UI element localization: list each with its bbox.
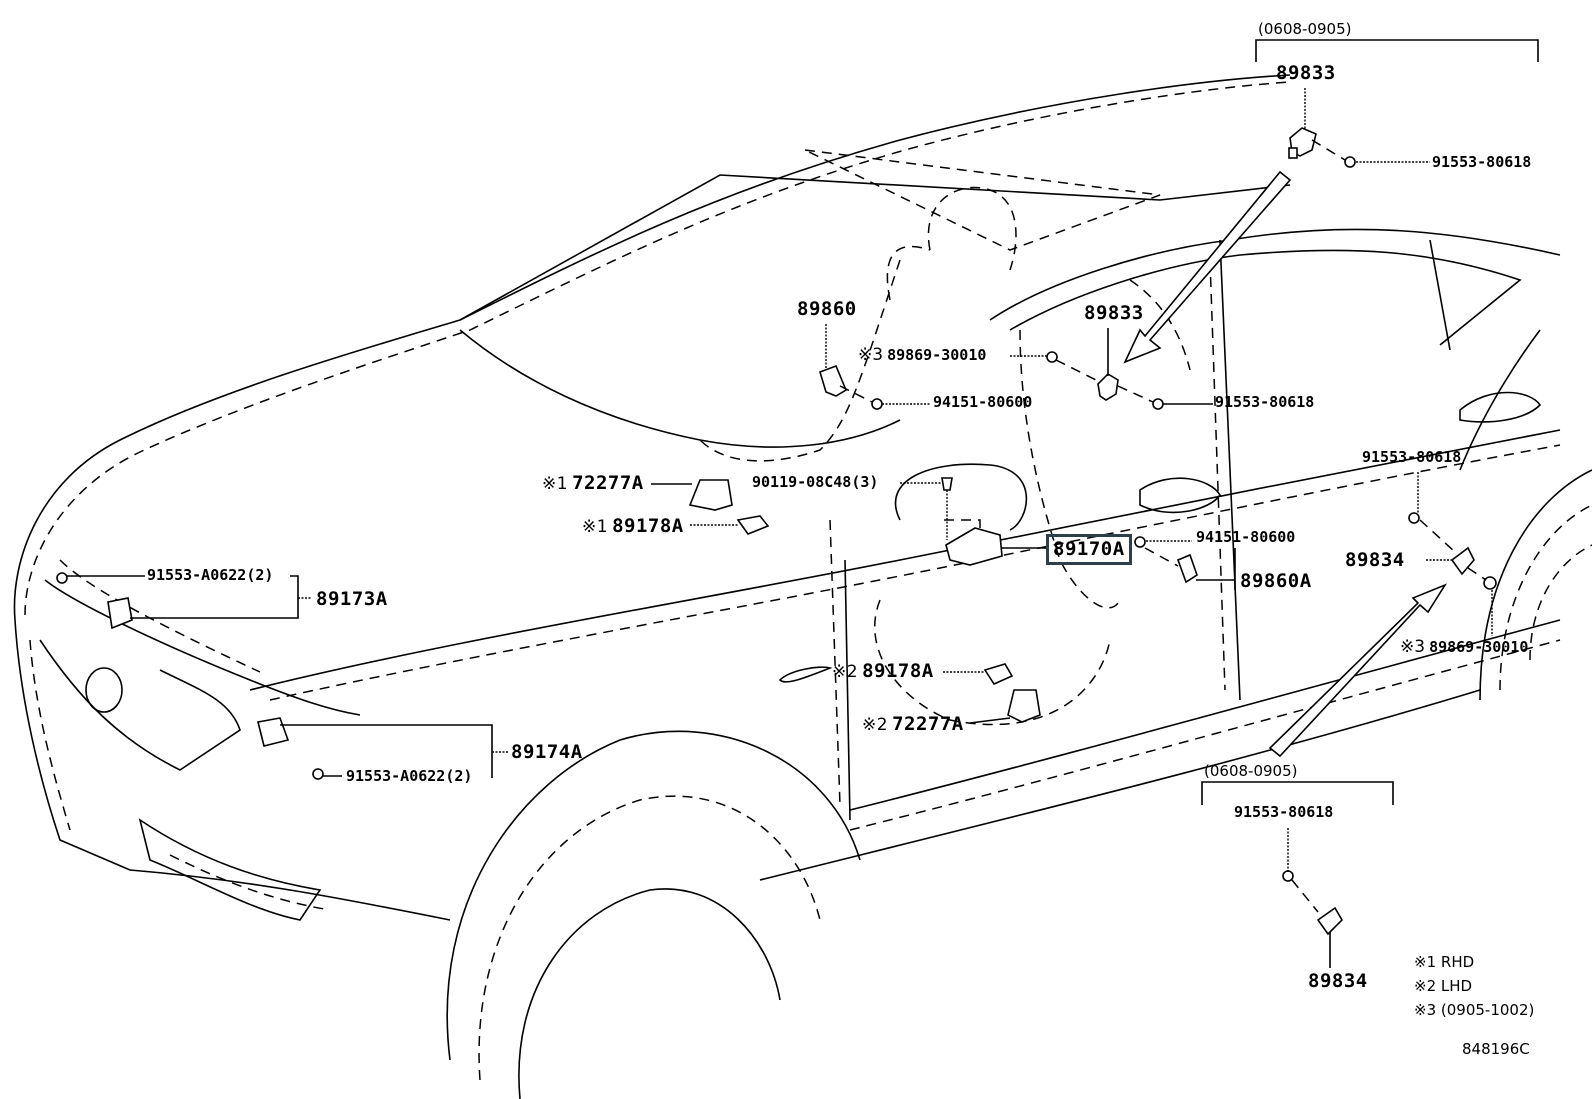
sensor-89833-top[interactable] [1288, 127, 1317, 159]
part-label-89834-bottom[interactable]: 89834 [1308, 970, 1368, 992]
part-number: 89178A [862, 660, 934, 682]
range-label-top: (0608-0905) [1258, 20, 1352, 38]
part-number: 89178A [612, 515, 684, 537]
nut-89869-mid[interactable] [1046, 351, 1058, 363]
part-label-89860[interactable]: 89860 [797, 298, 857, 320]
part-number: 72277A [572, 472, 644, 494]
part-label-89860A[interactable]: 89860A [1240, 570, 1312, 592]
sensor-89860A[interactable] [1176, 553, 1198, 584]
part-label-89834-rear[interactable]: 89834 [1345, 549, 1405, 571]
part-label-91553-80618-rear[interactable]: 91553-80618 [1362, 448, 1462, 466]
bolt-94151-left[interactable] [871, 398, 883, 410]
bolt-91553-rear[interactable] [1408, 512, 1420, 524]
bracket-72277A-rhd[interactable] [688, 479, 733, 511]
figure-id: 848196C [1462, 1040, 1530, 1058]
bolt-91553-bottom[interactable] [1282, 870, 1294, 882]
part-label-91553-A0622-front[interactable]: 91553-A0622(2) [147, 566, 274, 584]
bolt-91553-A0622-front[interactable] [56, 572, 68, 584]
leader-lines [67, 88, 1493, 968]
range-label-bottom: (0608-0905) [1204, 762, 1298, 780]
sensor-89833-mid[interactable] [1097, 372, 1119, 401]
bottom-range-bracket [1201, 781, 1394, 805]
sensor-89173A[interactable] [107, 597, 133, 630]
note-mark-2: ※2 [862, 715, 889, 735]
bolt-91553-mid[interactable] [1152, 398, 1164, 410]
part-label-89170A-highlighted[interactable]: 89170A [1046, 534, 1132, 565]
bolt-top[interactable] [1344, 156, 1356, 168]
note-mark-2: ※2 [832, 662, 859, 682]
note-mark-1: ※1 [582, 517, 609, 537]
bolt-90119[interactable] [941, 477, 953, 540]
sensor-89834-bottom[interactable] [1316, 906, 1344, 936]
part-label-91553-80618-bottom[interactable]: 91553-80618 [1234, 803, 1334, 821]
part-label-91553-A0622-lower[interactable]: 91553-A0622(2) [346, 767, 473, 785]
part-label-94151-80600-left[interactable]: 94151-80600 [933, 393, 1033, 411]
legend: ※1 RHD ※2 LHD ※3 (0905-1002) [1414, 950, 1534, 1022]
note-mark-1: ※1 [542, 474, 569, 494]
legend-item-rhd: ※1 RHD [1414, 953, 1475, 971]
part-number: 72277A [892, 713, 964, 735]
sensor-89178A-lhd[interactable] [983, 663, 1014, 686]
part-label-89833-top[interactable]: 89833 [1276, 62, 1336, 84]
note-mark-3: ※3 [1400, 637, 1426, 657]
part-number: 89869-30010 [1429, 638, 1529, 656]
car-body-outline [13, 74, 1592, 1099]
part-label-90119-08C48[interactable]: 90119-08C48(3) [752, 473, 879, 491]
bracket-72277A-lhd[interactable] [1007, 689, 1041, 723]
part-label-91553-80618-mid[interactable]: 91553-80618 [1215, 393, 1315, 411]
bolt-94151-right[interactable] [1134, 536, 1146, 548]
sensor-89178A-rhd[interactable] [736, 515, 770, 535]
sensor-89174A[interactable] [257, 717, 290, 747]
part-label-91553-80618-top[interactable]: 91553-80618 [1432, 153, 1532, 171]
note-mark-3: ※3 [858, 345, 884, 365]
sensor-89860[interactable] [819, 364, 848, 397]
legend-item-lhd: ※2 LHD [1414, 977, 1473, 995]
direction-arrows [1123, 170, 1448, 758]
part-label-89174A[interactable]: 89174A [511, 741, 583, 763]
part-number: 89869-30010 [887, 346, 987, 364]
sensor-89834-rear[interactable] [1450, 546, 1475, 576]
part-label-89173A[interactable]: 89173A [316, 588, 388, 610]
nut-89869-rear[interactable] [1483, 576, 1497, 590]
bolt-91553-A0622-lower[interactable] [312, 768, 324, 780]
ecu-89170A[interactable] [944, 519, 1003, 566]
top-range-bracket [1255, 39, 1539, 62]
part-label-89833-mid[interactable]: 89833 [1084, 302, 1144, 324]
part-label-94151-80600-right[interactable]: 94151-80600 [1196, 528, 1296, 546]
legend-item-range: ※3 (0905-1002) [1414, 1001, 1535, 1019]
